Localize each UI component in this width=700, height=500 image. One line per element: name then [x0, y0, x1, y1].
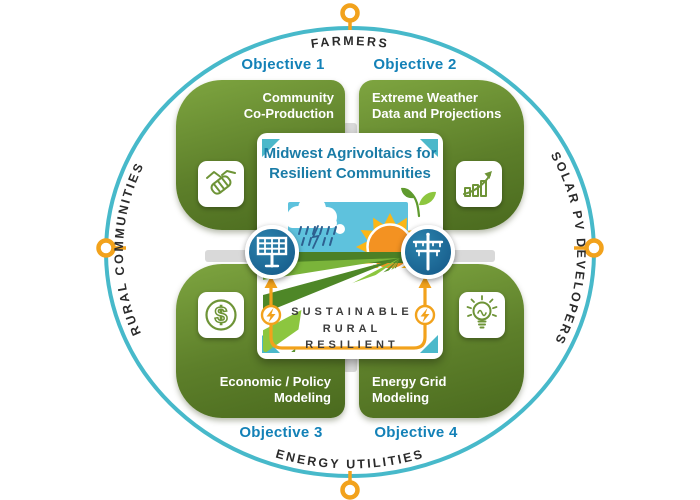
center-keywords: SUSTAINABLE RURAL RESILIENT [291, 306, 413, 351]
svg-text:RURAL COMMUNITIES: RURAL COMMUNITIES [112, 159, 147, 337]
ring-label-rural-communities: RURAL COMMUNITIES [112, 159, 145, 337]
solar-panel-icon [245, 225, 299, 279]
connector-node-right [574, 238, 604, 258]
ring-label-energy-utilities: ENERGY UTILITIES [274, 447, 423, 472]
connector-node-top [340, 3, 360, 30]
objective-2-title: Extreme Weather Data and Projections [372, 90, 502, 122]
objective-4-caption: Objective 4 [374, 424, 458, 441]
growth-chart-icon [456, 161, 502, 207]
objective-2-caption: Objective 2 [373, 56, 457, 73]
handshake-icon [198, 161, 244, 207]
objective-1-title: Community Co-Production [243, 90, 334, 122]
ring-label-solar-pv-developers: SOLAR PV DEVELOPERS [548, 149, 586, 347]
transmission-tower-icon [401, 225, 455, 279]
connector-node-left [96, 238, 126, 258]
svg-text:ENERGY UTILITIES: ENERGY UTILITIES [274, 447, 426, 472]
diagram-title: Midwest Agrivoltaics for Resilient Commu… [263, 145, 437, 182]
objective-4-title: Energy Grid Modeling [372, 373, 447, 405]
svg-text:FARMERS: FARMERS [310, 34, 390, 51]
objective-3-title: Economic / Policy Modeling [219, 373, 331, 405]
svg-text:SOLAR PV DEVELOPERS: SOLAR PV DEVELOPERS [548, 149, 588, 347]
ring-label-farmers: FARMERS [310, 34, 388, 51]
connector-node-bottom [340, 471, 360, 500]
lightbulb-icon [459, 292, 505, 338]
svg-text:$: $ [215, 302, 228, 328]
dollar-icon: $ [198, 292, 244, 338]
